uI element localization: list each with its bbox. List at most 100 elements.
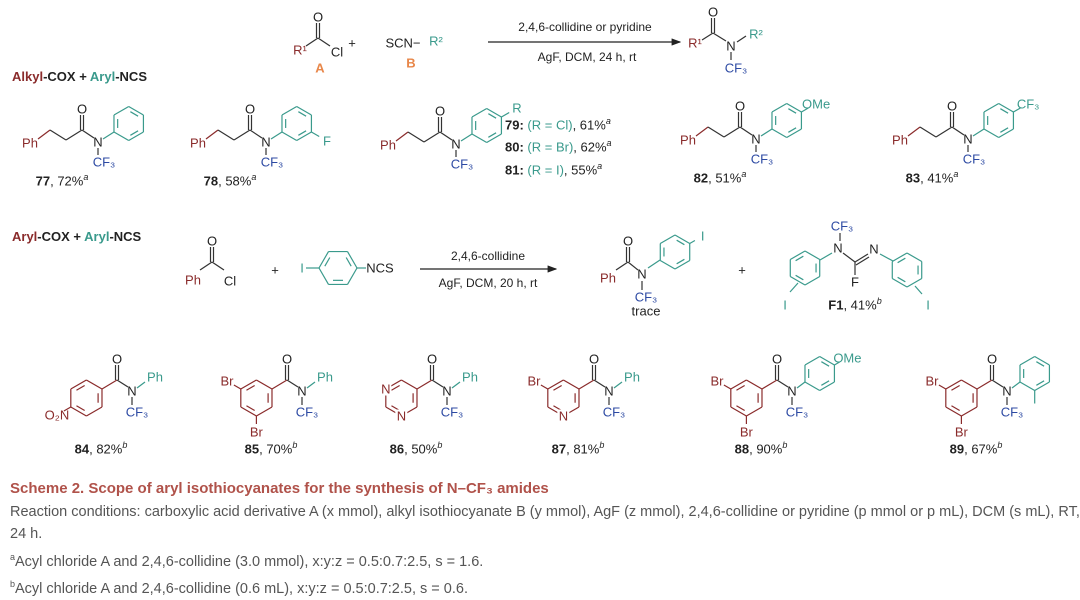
yield: 41%: [927, 170, 954, 186]
bond: [130, 111, 139, 117]
bond: [488, 132, 497, 138]
section-ncs: -NCS: [115, 69, 147, 84]
phenyl-label: Ph: [190, 135, 206, 151]
bond: [563, 379, 580, 390]
chlorine-label: Cl: [223, 273, 237, 289]
substituent-label: Br: [249, 424, 263, 440]
substituent-label: Br: [220, 373, 234, 389]
compound-id: 86: [389, 441, 405, 457]
nitrogen-label: N: [93, 134, 103, 150]
bond: [739, 126, 753, 136]
scn-label: SCN−: [385, 35, 421, 51]
bond: [1034, 381, 1050, 392]
bond: [804, 381, 821, 392]
phenyl-label: Ph: [317, 369, 333, 385]
bond: [593, 379, 606, 388]
chlorine-label: Cl: [330, 44, 344, 60]
bond: [919, 126, 937, 138]
phenyl-label: Ph: [600, 270, 616, 286]
section-ncs: -NCS: [109, 229, 142, 244]
bond: [795, 274, 804, 281]
section-aryl1: Aryl: [12, 229, 38, 244]
legend-row: 80: (R = Br), 62%a: [505, 134, 612, 156]
bond: [998, 128, 1014, 139]
bond: [951, 405, 960, 412]
bond: [976, 379, 993, 390]
bond: [736, 35, 747, 43]
bond: [486, 107, 502, 118]
compound-id: 78: [203, 173, 219, 189]
yield: 70%: [266, 441, 293, 457]
trace-label: trace: [631, 303, 661, 319]
compound-label: 88, 90%b: [734, 440, 788, 457]
bond: [346, 251, 358, 269]
compound-label: 87, 81%b: [551, 440, 605, 457]
bond: [674, 259, 691, 270]
footnote-mark: a: [83, 172, 89, 182]
footnote-mark: b: [122, 440, 128, 450]
bond: [854, 253, 869, 263]
bond: [796, 381, 806, 389]
r1-label: R¹: [293, 42, 307, 58]
compound-id: 77: [35, 173, 51, 189]
legend-79-81: 79: (R = Cl), 61%a 80: (R = Br), 62%a 81…: [505, 112, 612, 179]
bond: [346, 267, 358, 285]
bond: [553, 384, 562, 391]
yield: 50%: [411, 441, 438, 457]
ring-nitrogen-label: N: [380, 381, 392, 397]
oxygen-label: O: [206, 233, 218, 249]
compound-id: 87: [551, 441, 567, 457]
bond: [788, 108, 797, 114]
r-group: (R = Br): [527, 139, 574, 155]
cf3-label: CF₃: [125, 404, 149, 420]
bond: [730, 379, 747, 390]
bond: [431, 379, 444, 388]
bond: [271, 379, 288, 390]
footnote-mark: a: [10, 551, 16, 562]
conditions2-below: AgF, DCM, 20 h, rt: [438, 276, 538, 290]
bond: [983, 128, 1000, 139]
bond: [488, 113, 497, 119]
bond: [486, 133, 502, 144]
bond: [63, 406, 72, 412]
bond: [246, 405, 255, 412]
compound-id: 89: [949, 441, 965, 457]
nitrogen-label: N: [726, 38, 736, 54]
bond: [439, 131, 453, 141]
compound-label: 77, 72%a: [35, 172, 89, 189]
iodine-label: I: [926, 297, 930, 313]
bond: [102, 131, 115, 140]
bond: [907, 126, 921, 137]
plus-sign: +: [348, 35, 356, 51]
bond: [1034, 355, 1050, 366]
bond: [324, 257, 331, 267]
bond: [249, 129, 263, 139]
bond: [842, 252, 856, 263]
oxygen-label: O: [312, 9, 324, 25]
bond: [101, 379, 118, 390]
bond: [819, 381, 835, 392]
bond: [730, 406, 747, 417]
section-title-alkyl: Alkyl-COX + Aryl-NCS: [12, 69, 147, 84]
bond: [128, 105, 144, 116]
cf3-label: CF₃: [602, 404, 626, 420]
yield: 81%: [573, 441, 600, 457]
caption-conditions: Reaction conditions: carboxylic acid der…: [10, 503, 1080, 543]
footnote-mark: b: [997, 440, 1003, 450]
bond: [76, 405, 85, 412]
bond: [395, 131, 409, 142]
bond: [1019, 381, 1035, 392]
nitrogen-label: N: [833, 240, 843, 256]
nitrogen-label: N: [869, 241, 879, 257]
bond: [786, 102, 802, 113]
compound-id: 83: [905, 170, 921, 186]
bond: [471, 107, 488, 118]
phenyl-label: Ph: [624, 369, 640, 385]
section-aryl: Aryl: [89, 69, 116, 84]
bond: [113, 131, 129, 142]
yield: 58%: [225, 173, 252, 189]
bond: [935, 126, 953, 138]
phenyl-label: Ph: [147, 369, 163, 385]
conditions2-above: 2,4,6-collidine: [450, 249, 526, 263]
